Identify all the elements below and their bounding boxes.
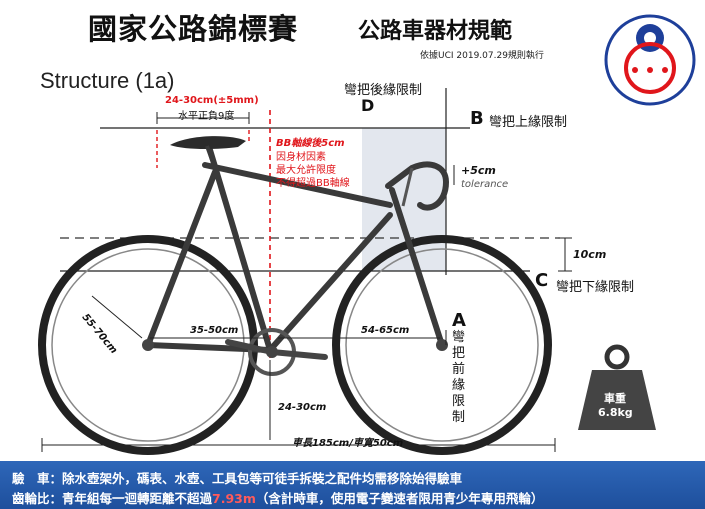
weight-icon — [578, 344, 656, 430]
footer-line-2-prefix: 齒輪比：青年組每一迴轉距離不超過 — [12, 491, 213, 506]
length-width-label: 車長185cm/車寬50cm — [292, 438, 404, 449]
rear-hub — [142, 339, 154, 351]
footer-line-1: 驗 車：除水壺架外，碼表、水壺、工具包等可徒手拆裝之配件均需移除始得驗車 — [12, 471, 463, 486]
saddle-tilt-label: 水平正負9度 — [178, 111, 235, 122]
tolerance-value: +5cm — [461, 164, 496, 177]
front-center-label: 54-65cm — [361, 325, 410, 336]
a-letter: A — [452, 310, 466, 331]
wheel-size-dim — [91, 295, 143, 339]
footer-line-2: 齒輪比：青年組每一迴轉距離不超過7.93m（含計時車，使用電子變速者限用青少年專… — [12, 488, 543, 507]
tolerance-word: tolerance — [461, 179, 509, 190]
front-hub — [436, 339, 448, 351]
weight-value: 6.8kg — [598, 406, 633, 419]
uci-basis-note: 依據UCI 2019.07.29規則執行 — [420, 51, 544, 61]
page-subtitle: 公路車器材規範 — [358, 19, 513, 44]
bb-rule-1: BB軸線後5cm — [276, 138, 345, 149]
c-letter: C — [535, 270, 549, 291]
structure-label: Structure (1a) — [40, 68, 175, 93]
page-title: 國家公路錦標賽 — [88, 12, 299, 46]
front-wheel — [332, 235, 552, 455]
d-title: 彎把後緣限制 — [344, 83, 423, 98]
footer-band: 驗 車：除水壺架外，碼表、水壺、工具包等可徒手拆裝之配件均需移除始得驗車 齒輪比… — [0, 461, 705, 509]
bb-rule-4: 不得超過BB軸線 — [276, 178, 350, 189]
handlebar — [385, 161, 450, 211]
d-letter: D — [361, 96, 375, 115]
emblem-icon — [604, 14, 696, 106]
c-text: 彎把下緣限制 — [556, 280, 635, 295]
crank-arm — [269, 349, 328, 360]
bb-rule-3: 最大允許限度 — [276, 165, 336, 176]
footer-gear-value: 7.93m — [212, 491, 256, 506]
a-text: 彎把前緣限制 — [452, 330, 466, 425]
ten-cm-label: 10cm — [573, 248, 607, 261]
b-letter: B — [470, 108, 484, 129]
weight-title: 車重 — [604, 392, 626, 405]
bb-height-label: 24-30cm — [278, 402, 327, 413]
bb-rule-2: 因身材因素 — [276, 152, 326, 163]
saddle-offset-label: 24-30cm(±5mm) — [165, 95, 259, 106]
chainstay-label: 35-50cm — [190, 325, 239, 336]
bike-frame — [145, 147, 445, 353]
bike-diagram — [38, 14, 696, 455]
b-text: 彎把上緣限制 — [489, 115, 568, 130]
footer-line-2-suffix: （含計時車，使用電子變速者限用青少年專用飛輪） — [255, 491, 544, 506]
saddle — [170, 136, 246, 150]
